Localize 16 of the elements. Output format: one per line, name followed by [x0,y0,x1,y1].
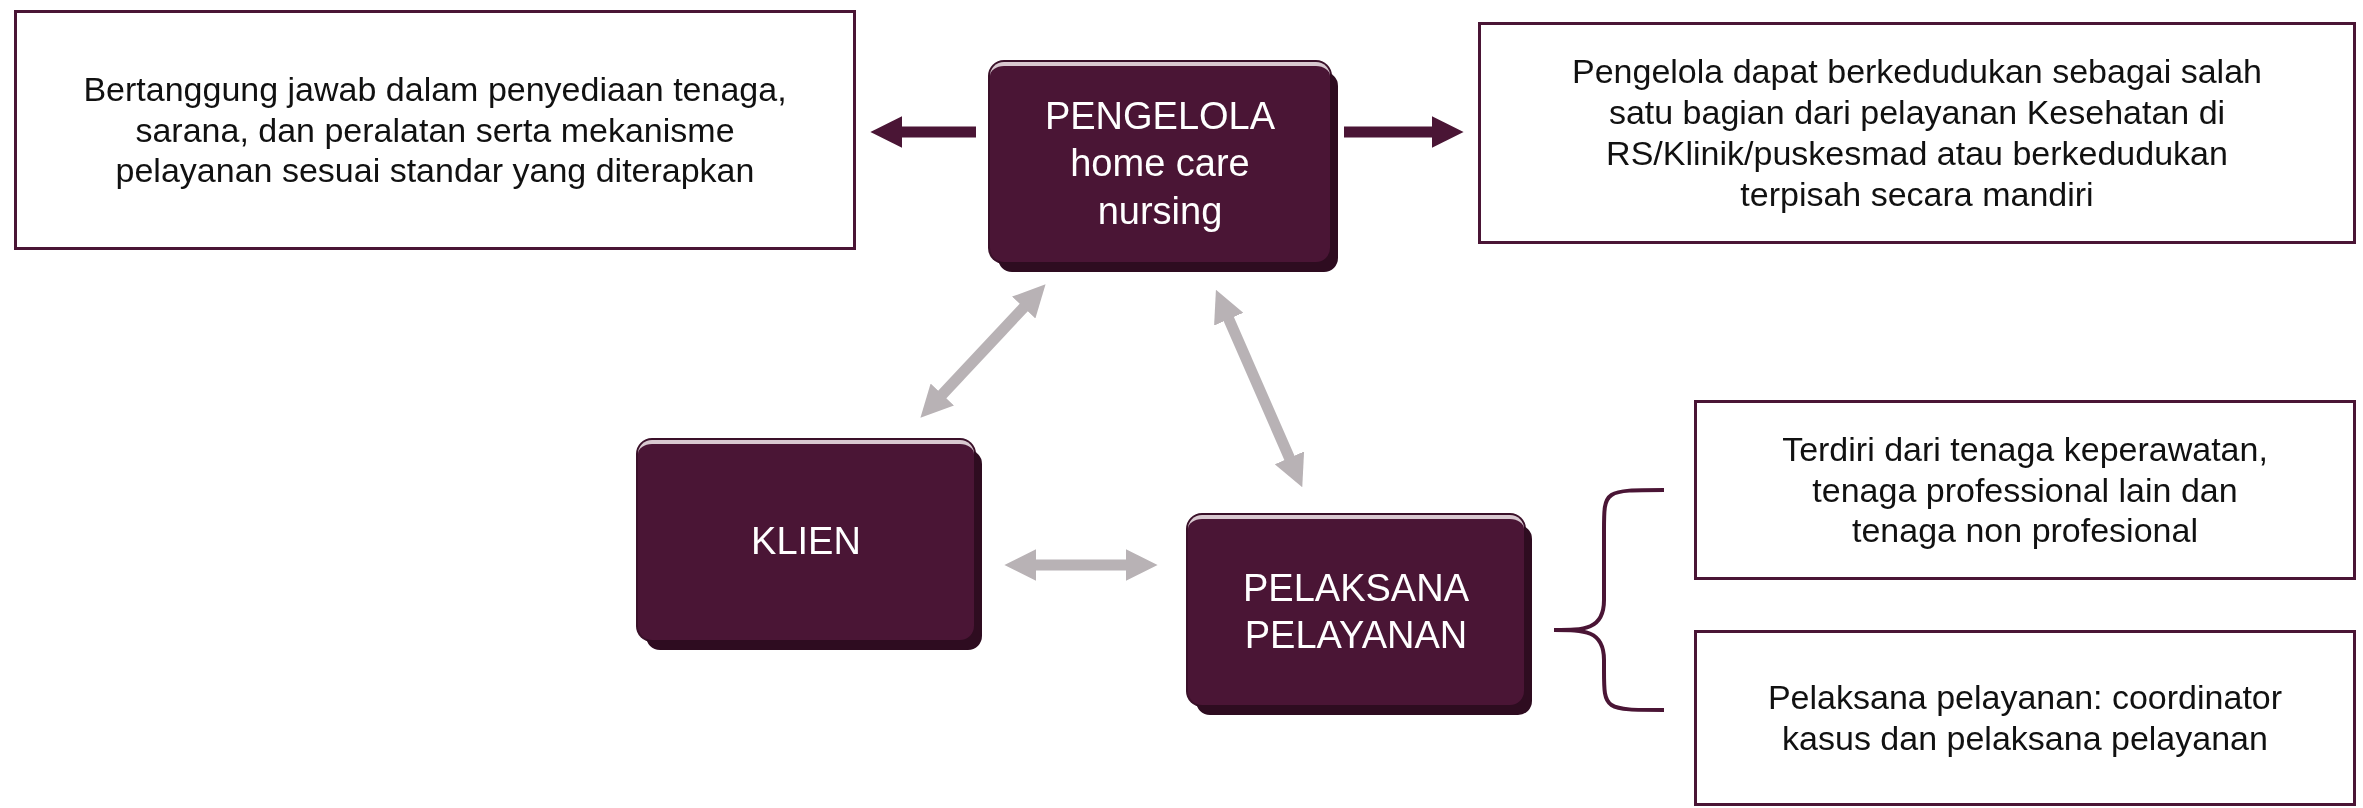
arrow [1214,289,1305,488]
note-box [14,10,856,250]
note-text: Pengelola dapat berkedudukan sebagai salah satu bagian dari pelayanan Kesehatan di RS/Klinik/puskesmad atau berkedudukan terpisah secara mandiri [1571,51,2263,215]
note-text: Terdiri dari tenaga keperawatan, tenaga professional lain dan tenaga non profesional [1781,428,2269,552]
note-text: Bertanggung jawab dalam penyediaan tenaga, sarana, dan peralatan serta mekanisme pelayanan sesuai standar yang diterapkan [82,68,788,192]
note-box [1694,630,2356,806]
arrow [1004,549,1158,581]
arrow [870,116,976,148]
node-label: PENGELOLA home care nursing [1043,93,1277,234]
node-label: PELAKSANA PELAYANAN [1242,565,1470,658]
note-box [1694,400,2356,580]
note-box [1478,22,2356,244]
node-label: KLIEN [751,519,861,565]
note-text: Pelaksana pelayanan: coordinator kasus dan pelaksana pelayanan [1766,677,2284,759]
arrow [1344,116,1464,148]
arrow [920,284,1046,418]
